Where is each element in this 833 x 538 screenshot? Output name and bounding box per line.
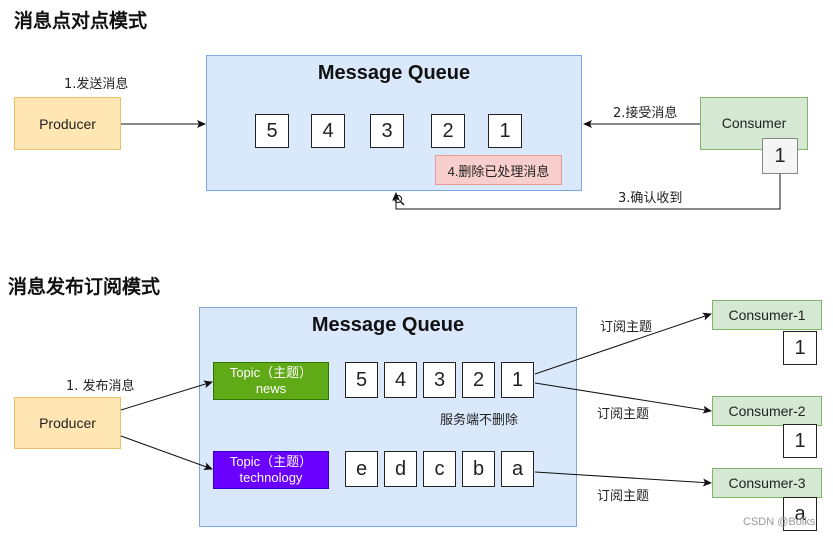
news-message-box: 1	[501, 362, 534, 398]
subscribe-label-3: 订阅主题	[597, 489, 650, 504]
publish-label: 1. 发布消息	[66, 379, 135, 394]
tech-message-box: d	[384, 451, 417, 487]
p2p-consumer-message-box: 1	[762, 138, 798, 174]
csdn-watermark: CSDN @Bolks	[743, 516, 816, 528]
tech-message-box: b	[462, 451, 495, 487]
news-message-box: 3	[423, 362, 456, 398]
cursor-icon	[394, 195, 405, 206]
p2p-message-box: 4	[311, 114, 345, 148]
step1-send-label: 1.发送消息	[64, 77, 129, 92]
pubsub-queue-title: Message Queue	[311, 314, 465, 336]
topic-technology-label: Topic（主题）	[229, 454, 313, 469]
tech-message-box: a	[501, 451, 534, 487]
pubsub-producer-node: Producer	[14, 397, 121, 449]
consumer-1-node: Consumer-1	[712, 300, 822, 330]
p2p-message-box: 5	[255, 114, 289, 148]
topic-technology-name: technology	[239, 470, 303, 485]
pubsub-message-queue	[199, 307, 577, 527]
tech-message-box: c	[423, 451, 456, 487]
p2p-message-box: 3	[370, 114, 404, 148]
news-message-box: 2	[462, 362, 495, 398]
publish-arrow-news	[120, 380, 213, 411]
subscribe-label-2: 订阅主题	[597, 407, 650, 422]
consumer-1-message-box: 1	[783, 331, 817, 365]
topic-news-name: news	[255, 381, 287, 396]
p2p-queue-title: Message Queue	[317, 62, 471, 84]
p2p-section-title: 消息点对点模式	[14, 10, 148, 32]
subscribe-arrow-3	[534, 471, 712, 487]
subscribe-label-1: 订阅主题	[600, 320, 653, 335]
subscribe-arrow-2	[534, 382, 712, 414]
delete-processed-note: 4.删除已处理消息	[435, 155, 562, 185]
p2p-message-box: 1	[488, 114, 522, 148]
server-no-delete-note: 服务端不删除	[440, 413, 519, 428]
topic-news-node: Topic（主题） news	[213, 362, 329, 400]
topic-technology-node: Topic（主题） technology	[213, 451, 329, 489]
news-message-box: 5	[345, 362, 378, 398]
p2p-producer-node: Producer	[14, 97, 121, 150]
ack-arrow	[392, 174, 781, 210]
step3-ack-label: 3.确认收到	[618, 191, 683, 206]
consumer-2-message-box: 1	[783, 424, 817, 458]
step2-receive-label: 2.接受消息	[613, 106, 678, 121]
topic-news-label: Topic（主题）	[229, 365, 313, 380]
p2p-message-box: 2	[431, 114, 465, 148]
news-message-box: 4	[384, 362, 417, 398]
consumer-3-node: Consumer-3	[712, 468, 822, 498]
subscribe-arrow-1	[534, 312, 712, 375]
consumer-3-message-box: a	[783, 497, 817, 531]
p2p-consumer-label: Consumer	[721, 114, 787, 131]
tech-message-box: e	[345, 451, 378, 487]
publish-arrow-tech	[120, 435, 213, 471]
pubsub-section-title: 消息发布订阅模式	[8, 276, 161, 298]
consumer-2-node: Consumer-2	[712, 396, 822, 426]
